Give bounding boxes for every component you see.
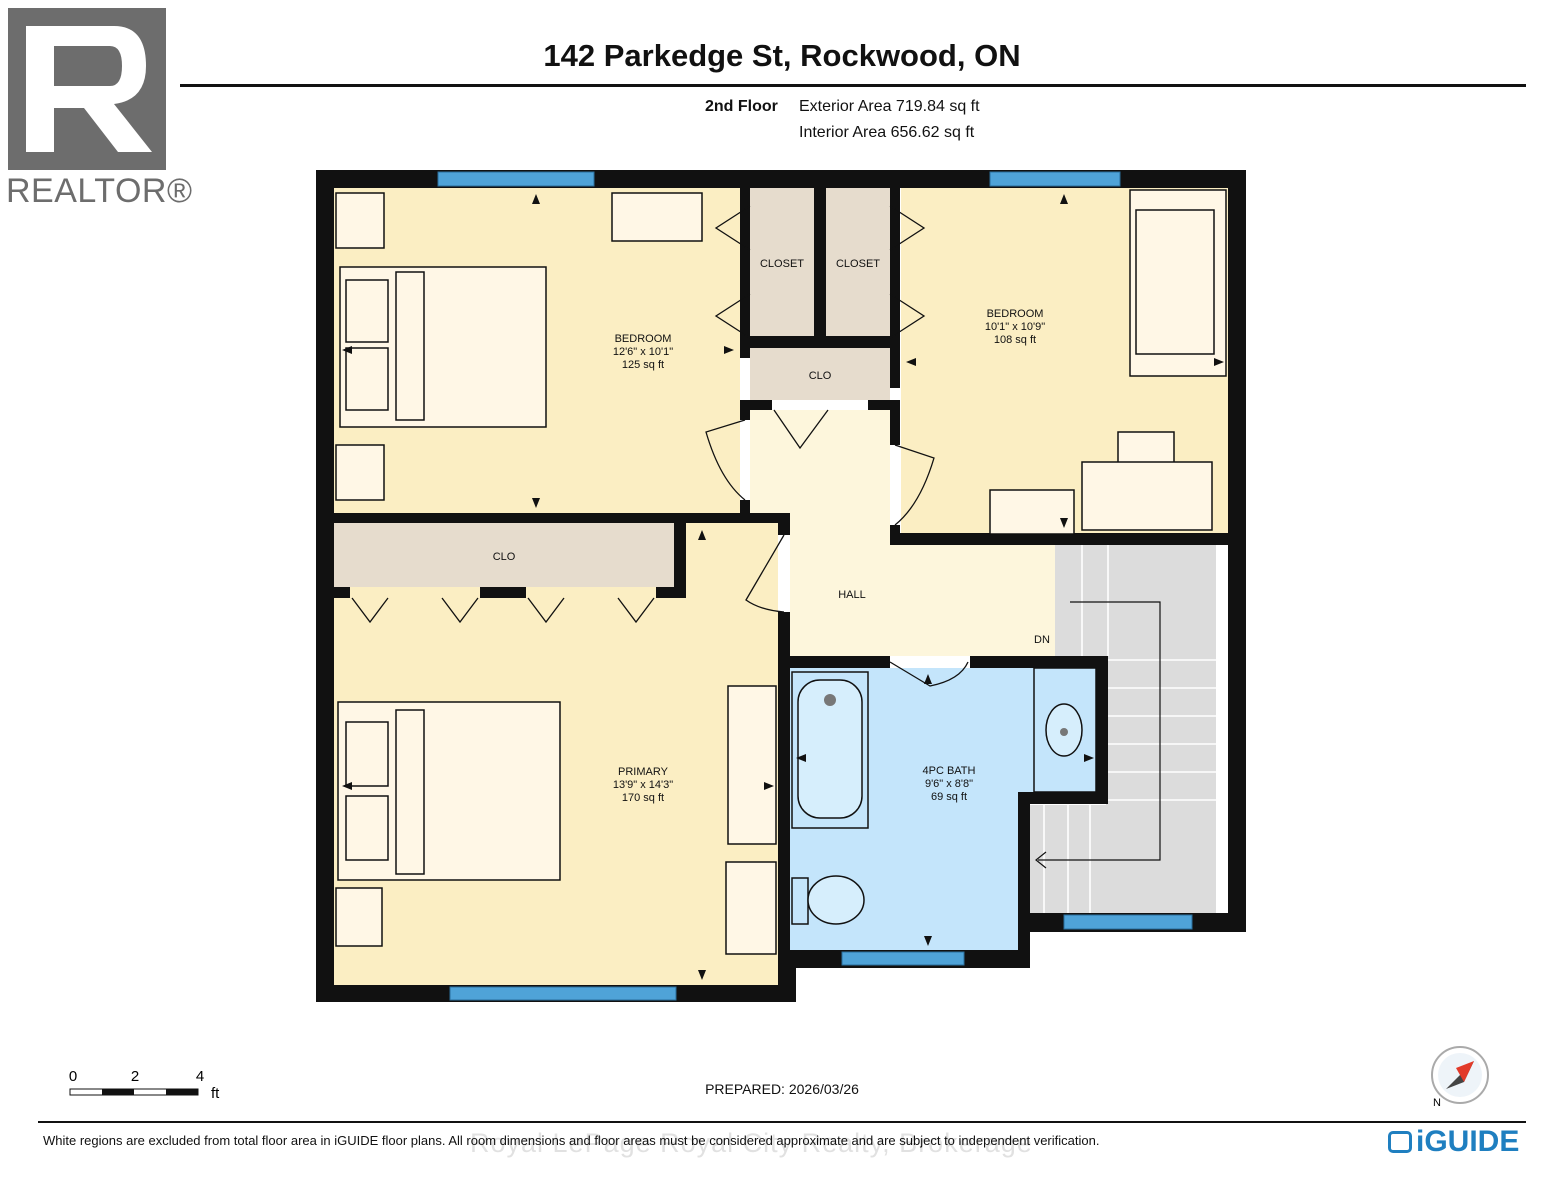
clo-top-label: CLO [809, 370, 832, 382]
primary-area-text: 170 sq ft [622, 792, 664, 804]
bedroom-1-dims: 12'6" x 10'1" [613, 346, 673, 358]
stairs-area [1028, 545, 1216, 913]
exterior-area: Exterior Area 719.84 sq ft [799, 98, 980, 115]
window [449, 986, 677, 1001]
clo-primary-area [334, 523, 674, 587]
realtor-wordmark: REALTOR® [6, 172, 193, 210]
clo-top-area [750, 348, 890, 400]
closet-2-label: CLOSET [836, 258, 880, 270]
bedroom-1-area-text: 125 sq ft [622, 359, 664, 371]
footer-divider [38, 1121, 1526, 1123]
bedroom-2-dims: 10'1" x 10'9" [985, 321, 1045, 333]
header-divider [180, 84, 1526, 87]
bedroom-2-name: BEDROOM [987, 308, 1044, 320]
scale-tick-2: 2 [131, 1068, 139, 1085]
iguide-brand: iGUIDE [1416, 1125, 1520, 1158]
page-title: 142 Parkedge St, Rockwood, ON [543, 38, 1021, 73]
floor-label: 2nd Floor [705, 98, 778, 115]
window [989, 171, 1121, 187]
window [1063, 914, 1193, 930]
closet-1-label: CLOSET [760, 258, 804, 270]
scale-tick-4: 4 [196, 1068, 204, 1085]
bath-name: 4PC BATH [923, 765, 976, 777]
bath-dims: 9'6" x 8'8" [925, 778, 973, 790]
primary-name: PRIMARY [618, 766, 669, 778]
realtor-r-logo [8, 8, 166, 170]
stairs-down-label: DN [1034, 634, 1050, 646]
scale-unit: ft [211, 1085, 220, 1102]
hall-area [750, 410, 1055, 656]
prepared-date: PREPARED: 2026/03/26 [705, 1081, 859, 1097]
hall-label: HALL [838, 589, 866, 601]
closet-2-area [826, 188, 890, 336]
disclaimer: White regions are excluded from total fl… [43, 1133, 1100, 1148]
scale-tick-0: 0 [69, 1068, 77, 1085]
bath-area-text: 69 sq ft [931, 791, 967, 803]
closet-1-area [750, 188, 814, 336]
interior-area: Interior Area 656.62 sq ft [799, 124, 975, 141]
compass-icon: N [1431, 1046, 1489, 1109]
primary-dims: 13'9" x 14'3" [613, 779, 673, 791]
compass-label: N [1433, 1097, 1441, 1109]
iguide-logo-icon [1388, 1131, 1412, 1153]
bedroom-2-area-text: 108 sq ft [994, 334, 1036, 346]
bath-area [790, 668, 1106, 950]
scale-bar: 0 2 4 ft [69, 1068, 220, 1102]
bedroom-1-name: BEDROOM [615, 333, 672, 345]
window [841, 951, 965, 966]
brokerage-watermark: Royal LePage Royal City Realty, Brokerag… [470, 1128, 1033, 1158]
window [437, 171, 595, 187]
clo-primary-label: CLO [493, 551, 516, 563]
